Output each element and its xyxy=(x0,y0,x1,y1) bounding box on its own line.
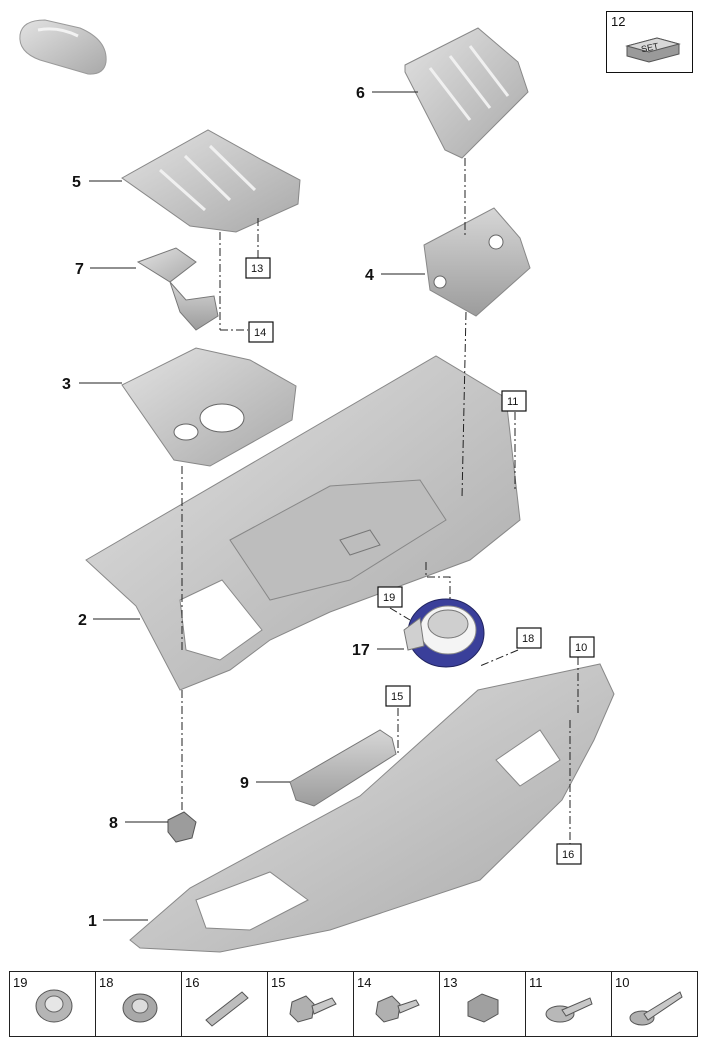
hardware-cell-10: 10 xyxy=(612,972,697,1036)
hex-bolt-icon xyxy=(289,995,337,1023)
hardware-cell-11: 11 xyxy=(526,972,612,1036)
set-kit-box: 12 SET xyxy=(606,11,693,73)
part-2-front-panel xyxy=(85,355,521,691)
hardware-cell-14: 14 xyxy=(354,972,440,1036)
svg-text:19: 19 xyxy=(383,592,395,604)
boxed-callout-16: 16 xyxy=(556,843,582,865)
set-kit-icon: SET xyxy=(625,37,681,63)
svg-text:13: 13 xyxy=(251,263,263,275)
boxed-callout-10: 10 xyxy=(569,636,595,658)
set-kit-number: 12 xyxy=(611,14,626,29)
hardware-label: 16 xyxy=(185,975,200,990)
boxed-callout-13: 13 xyxy=(245,257,271,279)
hardware-cell-19: 19 xyxy=(10,972,96,1036)
car-model-icon xyxy=(19,19,107,75)
leader-lines xyxy=(79,91,425,921)
svg-text:10: 10 xyxy=(575,642,587,654)
part-8-clip xyxy=(167,811,197,843)
set-kit-text: SET xyxy=(640,41,660,55)
hardware-label: 11 xyxy=(529,975,543,990)
hardware-cell-13: 13 xyxy=(440,972,526,1036)
cap-nut-icon xyxy=(467,993,499,1023)
grommet-nut-icon xyxy=(35,989,73,1023)
hardware-label: 13 xyxy=(443,975,458,990)
hardware-cell-16: 16 xyxy=(182,972,268,1036)
boxed-callout-19: 19 xyxy=(377,586,403,608)
part-9-bracket xyxy=(289,729,397,807)
part-5-cover-panel xyxy=(121,129,301,233)
svg-text:11: 11 xyxy=(507,396,518,408)
hardware-label: 15 xyxy=(271,975,286,990)
boxed-callout-18: 18 xyxy=(516,627,542,649)
hardware-cell-18: 18 xyxy=(96,972,182,1036)
callout-6: 6 xyxy=(356,85,365,102)
svg-text:16: 16 xyxy=(562,849,574,861)
part-6-cover-panel xyxy=(404,27,529,159)
hardware-cell-15: 15 xyxy=(268,972,354,1036)
callout-3: 3 xyxy=(62,376,71,393)
hardware-label: 14 xyxy=(357,975,372,990)
hardware-strip: 19 18 16 15 14 13 xyxy=(9,971,698,1037)
flange-screw-icon xyxy=(545,997,593,1023)
callout-5: 5 xyxy=(72,174,81,191)
callout-2: 2 xyxy=(78,612,87,629)
callout-4: 4 xyxy=(365,267,374,284)
clip-nut-icon xyxy=(122,993,158,1023)
boxed-callout-11: 11 xyxy=(501,390,527,412)
part-1-carrier xyxy=(129,663,615,953)
boxed-callout-14: 14 xyxy=(248,321,274,343)
callout-9: 9 xyxy=(240,775,249,792)
hardware-label: 10 xyxy=(615,975,630,990)
svg-text:15: 15 xyxy=(391,691,403,703)
stud-pin-icon xyxy=(205,991,249,1027)
part-3-housing xyxy=(121,347,297,467)
assembly-lines xyxy=(181,158,579,844)
callout-8: 8 xyxy=(109,815,118,832)
svg-text:14: 14 xyxy=(254,327,266,339)
part-4-trim-panel xyxy=(423,207,531,317)
callout-1: 1 xyxy=(88,913,97,930)
long-bolt-icon xyxy=(629,991,683,1026)
svg-text:18: 18 xyxy=(522,633,534,645)
hex-bolt-icon xyxy=(375,995,420,1023)
callout-17: 17 xyxy=(352,642,370,659)
hardware-label: 18 xyxy=(99,975,114,990)
part-7-bracket xyxy=(136,247,219,331)
callout-7: 7 xyxy=(75,261,84,278)
boxed-callout-15: 15 xyxy=(385,685,411,707)
hardware-label: 19 xyxy=(13,975,28,990)
part-17-fan xyxy=(403,598,485,668)
